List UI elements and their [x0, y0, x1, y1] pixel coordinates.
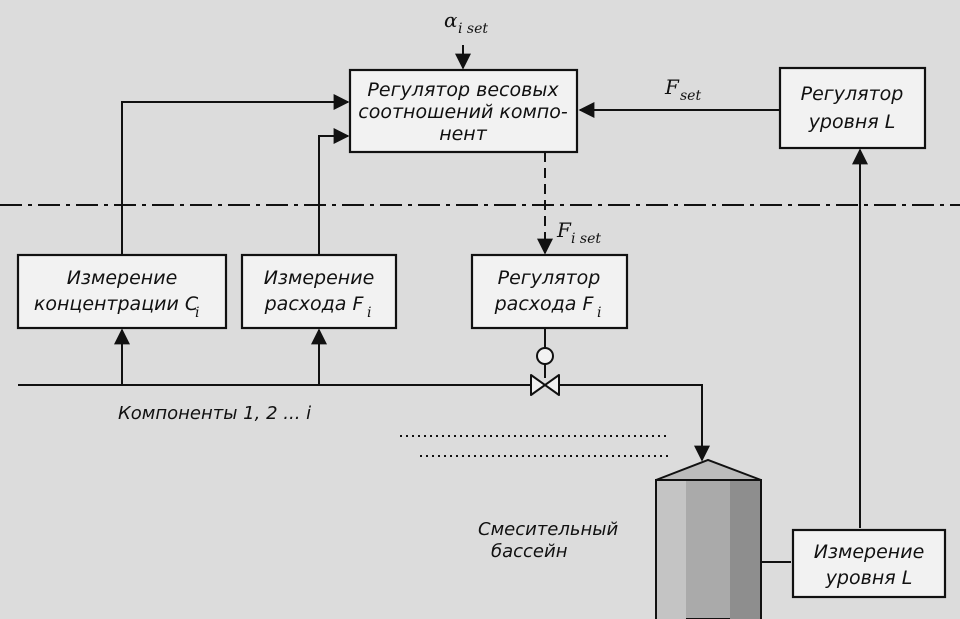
flow-measure-subscript: i	[367, 305, 371, 321]
component-pipe	[18, 328, 710, 462]
fi-set-symbol: F	[556, 218, 572, 242]
flow-measure-block: Измерение расхода F i	[240, 253, 398, 330]
valve-actuator-icon	[536, 347, 554, 365]
flow-controller-line-2: расхода F	[494, 293, 595, 315]
level-measure-block: Измерение уровня L	[791, 528, 947, 599]
flow-controller-line-1: Регулятор	[498, 267, 601, 289]
concentration-measure-line-1: Измерение	[67, 267, 178, 289]
level-measure-line-1: Измерение	[814, 541, 925, 563]
alpha-set-input: α i set	[444, 8, 488, 70]
fi-set-signal: F i set	[537, 152, 601, 255]
ratio-controller-line-2: соотношений компо-	[358, 101, 568, 123]
mixing-pool-label-line-1: Смесительный	[478, 519, 618, 540]
alpha-subscript: i set	[458, 21, 488, 37]
level-controller-line-1: Регулятор	[801, 83, 904, 105]
f-set-subscript: set	[680, 88, 701, 104]
concentration-measure-subscript: i	[195, 305, 199, 321]
mixing-pool-tank-icon	[655, 458, 762, 619]
ratio-controller-block: Регулятор весовых соотношений компо- нен…	[348, 68, 579, 154]
level-measure-line-2: уровня L	[825, 567, 913, 589]
level-controller-block: Регулятор уровня L	[778, 66, 927, 150]
other-component-lines	[400, 435, 668, 457]
control-valve-icon	[530, 374, 560, 396]
ratio-controller-line-1: Регулятор весовых	[367, 79, 559, 101]
fi-set-subscript: i set	[571, 231, 601, 247]
level-signal-lines	[761, 148, 868, 563]
f-set-symbol: F	[664, 75, 680, 99]
alpha-symbol: α	[444, 8, 458, 32]
feedback-lines	[121, 94, 350, 255]
flow-controller-block: Регулятор расхода F i	[470, 253, 629, 330]
concentration-measure-line-2: концентрации C	[34, 293, 199, 315]
mixing-pool-label-line-2: бассейн	[491, 541, 568, 562]
flow-measure-line-2: расхода F	[264, 293, 365, 315]
ratio-controller-line-3: нент	[439, 123, 488, 145]
flow-controller-subscript: i	[597, 305, 601, 321]
components-label: Компоненты 1, 2 ... i	[118, 403, 311, 424]
concentration-measure-block: Измерение концентрации C i	[16, 253, 228, 330]
f-set-signal: F set	[578, 75, 780, 118]
flow-measure-line-1: Измерение	[264, 267, 375, 289]
level-controller-line-2: уровня L	[808, 111, 896, 133]
